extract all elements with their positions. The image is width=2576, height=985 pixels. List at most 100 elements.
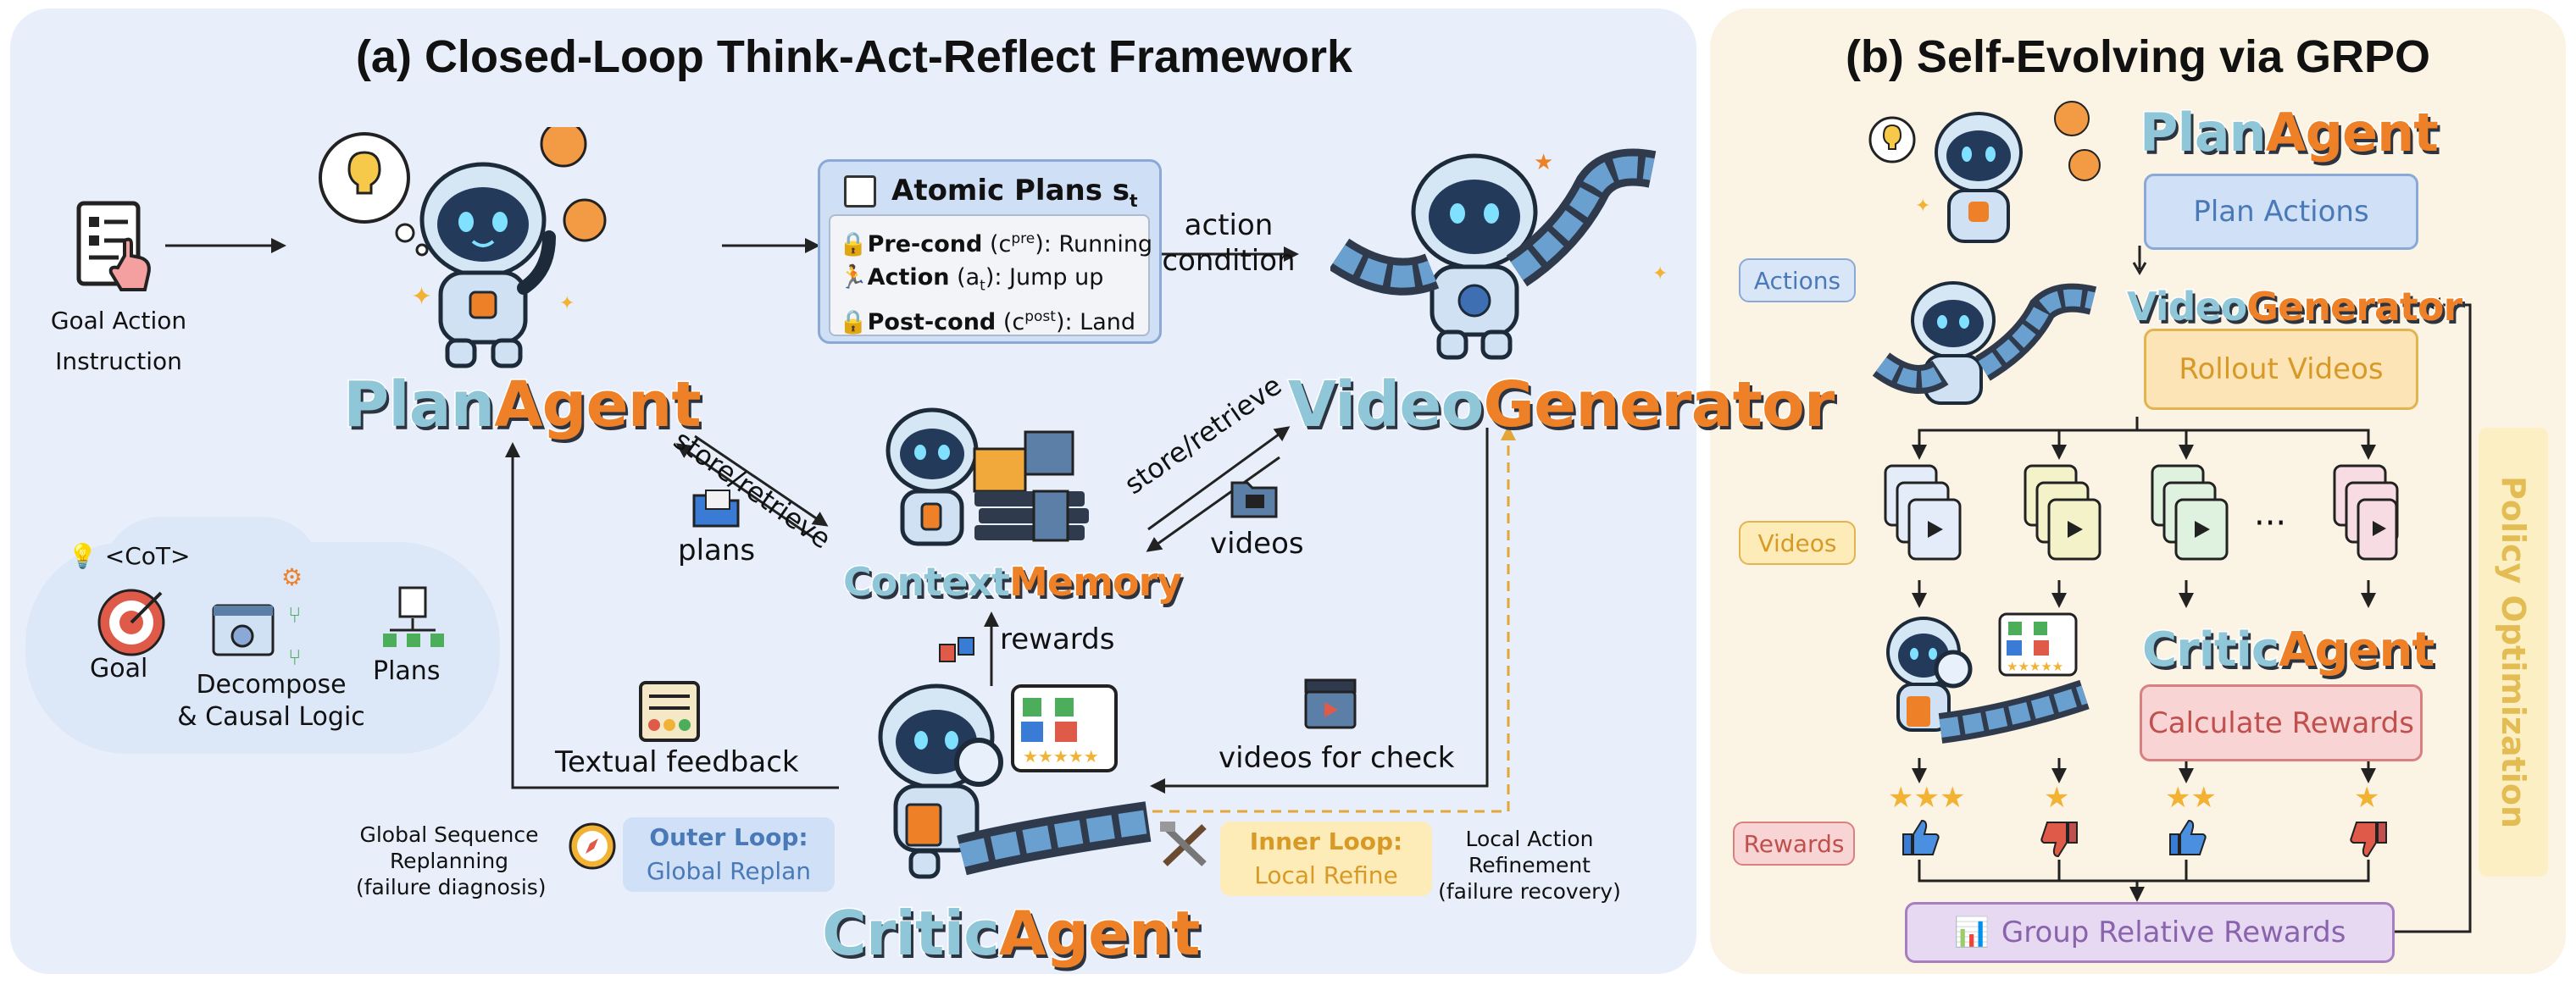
outer-loop-title: Outer Loop:: [649, 823, 808, 851]
panel-b-critic-agent-logo-part1: Critic: [2140, 622, 2280, 679]
video-generator-logo: VideoGenerator: [1286, 368, 1836, 443]
thumbs-down-icon: [2040, 822, 2078, 858]
atomic-plans-title: Atomic Plans st: [891, 174, 1138, 211]
row-label-actions: Actions: [1739, 258, 1856, 302]
action-condition-label: action condition: [1161, 208, 1296, 279]
precond-paren: (c: [989, 231, 1012, 257]
inner-loop-box: Inner Loop: Local Refine: [1220, 822, 1432, 896]
outer-loop-note: Global Sequence Replanning (failure diag…: [356, 822, 547, 900]
atomic-row-postcond: 🔒Post-cond (cpost): Land: [839, 308, 1136, 335]
decompose-window-icon: [212, 604, 275, 656]
cot-goal-label: Goal: [90, 654, 148, 683]
atomic-plans-box: Atomic Plans st 🔒Pre-cond (cpre): Runnin…: [818, 159, 1162, 344]
video-stacks: [1884, 464, 2399, 561]
outer-loop-box: Outer Loop: Global Replan: [623, 817, 835, 892]
video-generator-logo-part1: Video: [1286, 368, 1485, 443]
rollout-videos-box: Rollout Videos: [2144, 329, 2418, 410]
action-condition-line-2: condition: [1162, 244, 1296, 278]
panel-b-video-generator-robot: [1873, 281, 2097, 405]
cot-bulb-icon: 💡: [68, 542, 97, 570]
video-stack-icon-yellow: [2024, 464, 2101, 561]
panel-b-video-generator-logo-part1: Video: [2125, 283, 2248, 331]
plan-agent-logo-part1: Plan: [341, 368, 496, 443]
panel-b-critic-agent-robot: ★★★★★: [1886, 612, 2090, 744]
target-icon: [97, 589, 165, 656]
panel-b-plan-agent-logo-part2: Agent: [2264, 101, 2440, 165]
context-memory-logo-part2: Memory: [1008, 558, 1183, 606]
decompose-label: Decompose & Causal Logic: [174, 669, 369, 733]
panel-b-critic-agent-logo: CriticAgent: [2140, 622, 2436, 679]
panel-b-plan-agent-logo-part1: Plan: [2139, 101, 2268, 165]
tools-icon: [1160, 822, 1207, 866]
policy-optimization-label: Policy Optimization: [2495, 476, 2532, 828]
context-memory-logo-part1: Context: [842, 558, 1012, 606]
svg-text:✦: ✦: [1652, 263, 1668, 285]
plan-agent-robot: ✦ ✦: [319, 127, 607, 368]
video-stack-icon-green: [2151, 464, 2229, 561]
action-condition-line-1: action: [1184, 208, 1274, 242]
notepad-icon: [844, 175, 876, 208]
postcond-value: ): Land: [1055, 309, 1136, 335]
outer-loop-note-line-1: Global Sequence: [359, 822, 539, 847]
svg-text:✦: ✦: [559, 293, 575, 314]
checklist-icon: [639, 681, 700, 742]
context-memory-logo: ContextMemory: [842, 558, 1184, 606]
svg-text:✦: ✦: [1915, 196, 1930, 217]
cot-plans-label: Plans: [373, 656, 441, 686]
svg-text:✦: ✦: [411, 282, 432, 312]
cot-tag: 💡 <CoT>: [68, 542, 191, 570]
plan-agent-logo: PlanAgent: [341, 368, 702, 443]
panel-b-plan-agent-robot: ✦: [1868, 101, 2101, 243]
video-stack-icon-pink: [2333, 464, 2399, 561]
thumbs-down-icon-2: [2350, 822, 2387, 858]
group-relative-rewards-box: 📊Group Relative Rewards: [1905, 902, 2395, 963]
policy-optimization-band: [2479, 428, 2548, 877]
document-hand-icon: [76, 201, 151, 291]
textual-feedback-label: Textual feedback: [555, 745, 799, 779]
calculate-rewards-box: Calculate Rewards: [2140, 684, 2423, 761]
branch-icon-2: ⑂: [288, 645, 302, 671]
thumbs-up-icon: [1902, 819, 1940, 855]
row-label-rewards: Rewards: [1733, 822, 1855, 866]
lightbulb-icon-small: [1882, 124, 1902, 150]
decompose-line-2: & Causal Logic: [177, 702, 365, 732]
atomic-plans-title-sub: t: [1130, 190, 1138, 211]
inner-loop-note: Local Action Refinement (failure recover…: [1428, 826, 1631, 905]
star-icon-group-3: ★★: [2165, 781, 2217, 815]
star-icon-group-4: ★: [2354, 781, 2380, 815]
outer-loop-sub: Global Replan: [646, 857, 812, 885]
rewards-label: rewards: [1000, 623, 1115, 656]
plan-agent-logo-part2: Agent: [493, 368, 702, 443]
precond-sup: pre: [1011, 230, 1035, 247]
video-folder-icon: [1230, 481, 1278, 518]
inner-loop-note-line-2: Refinement: [1468, 853, 1591, 877]
video-stack-icon-blue: [1884, 464, 1962, 561]
panel-b-title: (b) Self-Evolving via GRPO: [1845, 31, 2431, 82]
ellipsis-label: ···: [2254, 504, 2287, 543]
branch-icon: ⑂: [288, 603, 302, 628]
outer-loop-note-line-2: Replanning: [389, 849, 509, 873]
goal-instruction-line-2: Instruction: [55, 347, 182, 375]
action-paren: (a: [957, 264, 980, 291]
svg-text:★★★★★: ★★★★★: [2007, 659, 2063, 674]
clapperboard-icon: [1304, 678, 1357, 729]
critic-agent-logo-part2: Agent: [997, 897, 1202, 971]
panel-b-video-generator-logo-part2: Generator: [2246, 283, 2464, 331]
panel-b-critic-agent-logo-part2: Agent: [2278, 622, 2436, 679]
precond-value: ): Running: [1035, 231, 1153, 257]
video-generator-logo-part2: Generator: [1482, 368, 1836, 443]
postcond-sup: post: [1024, 308, 1056, 325]
inner-loop-title: Inner Loop:: [1249, 827, 1403, 855]
decompose-line-1: Decompose: [196, 670, 347, 700]
lightbulb-icon: [347, 151, 381, 195]
panel-b-background: [1710, 8, 2566, 974]
row-label-videos: Videos: [1739, 521, 1856, 565]
atomic-row-precond: 🔒Pre-cond (cpre): Running: [839, 230, 1153, 257]
video-generator-robot: ★ ✦: [1330, 148, 1668, 360]
panel-b-plan-agent-logo: PlanAgent: [2139, 101, 2440, 165]
star-icon-group-2: ★: [2044, 781, 2070, 815]
star-icon-group-1: ★★★: [1888, 781, 1966, 815]
panel-b-video-generator-logo: VideoGenerator: [2125, 283, 2464, 331]
panel-a-title: (a) Closed-Loop Think-Act-Reflect Framew…: [355, 31, 1353, 82]
goal-instruction-label: Goal Action Instruction: [34, 301, 203, 382]
